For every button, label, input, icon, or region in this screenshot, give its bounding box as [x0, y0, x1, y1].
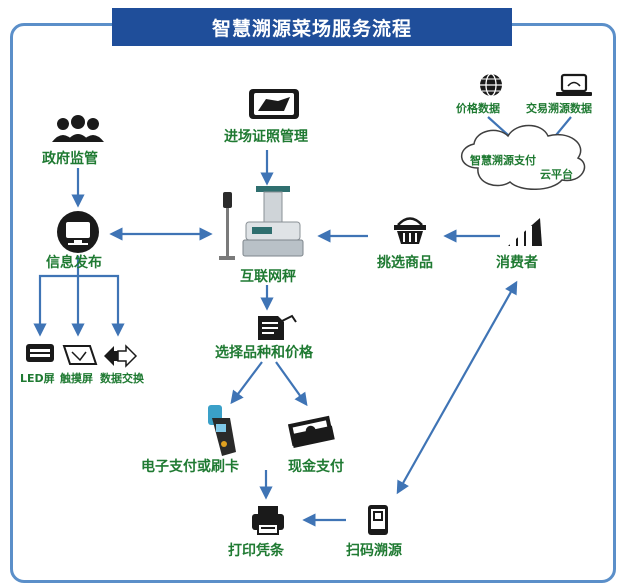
- label-cash-payment: 现金支付: [288, 459, 344, 475]
- arrow-select-to-epay: [230, 361, 263, 405]
- label-government: 政府监管: [42, 151, 98, 167]
- label-entry-cert: 进场证照管理: [224, 129, 308, 145]
- phone-scan-icon: [368, 505, 388, 535]
- certificate-card-icon: [249, 89, 299, 119]
- document-icon: [258, 314, 297, 340]
- data-exchange-icon: [104, 344, 138, 368]
- label-data-exchange: 数据交换: [100, 372, 144, 385]
- arrow-info-to-exchange: [78, 274, 125, 337]
- label-cloud-line2: 云平台: [540, 168, 573, 181]
- consumer-icon: [508, 218, 542, 246]
- label-cloud-line1: 智慧溯源支付: [470, 154, 536, 167]
- flow-diagram: 智慧溯源菜场服务流程: [10, 8, 616, 583]
- globe-icon: [480, 73, 502, 97]
- label-pick-goods: 挑选商品: [377, 255, 433, 271]
- connectors: [33, 116, 572, 527]
- label-e-payment: 电子支付或刷卡: [141, 459, 239, 475]
- label-led: LED屏: [20, 372, 55, 385]
- label-select-variety: 选择品种和价格: [215, 345, 313, 361]
- label-consumer: 消费者: [496, 255, 538, 271]
- monitor-icon: [57, 211, 99, 253]
- label-scale: 互联网秤: [240, 269, 296, 285]
- line-price-to-cloud: [487, 116, 509, 136]
- cloud-platform: [461, 124, 586, 190]
- shopping-basket-icon: [394, 217, 426, 244]
- cash-icon: [287, 415, 335, 449]
- label-trade-data: 交易溯源数据: [526, 102, 592, 115]
- label-scan-trace: 扫码溯源: [346, 543, 402, 559]
- government-icon: [52, 115, 104, 142]
- card-terminal-icon: [208, 405, 236, 456]
- arrow-scan-consumer: [396, 280, 518, 495]
- label-print-receipt: 打印凭条: [228, 543, 284, 559]
- arrow-select-to-cash: [275, 361, 308, 407]
- touch-screen-icon: [62, 345, 98, 365]
- led-screen-icon: [26, 344, 54, 362]
- diagram-title: 智慧溯源菜场服务流程: [112, 8, 512, 46]
- label-price-data: 价格数据: [456, 102, 500, 115]
- printer-icon: [252, 506, 284, 535]
- label-info-release: 信息发布: [46, 255, 102, 271]
- laptop-icon: [556, 73, 592, 96]
- scale-icon: [219, 186, 304, 260]
- label-touch: 触摸屏: [60, 372, 93, 385]
- diagram-graphics: [26, 73, 592, 535]
- arrow-info-to-led: [33, 256, 80, 337]
